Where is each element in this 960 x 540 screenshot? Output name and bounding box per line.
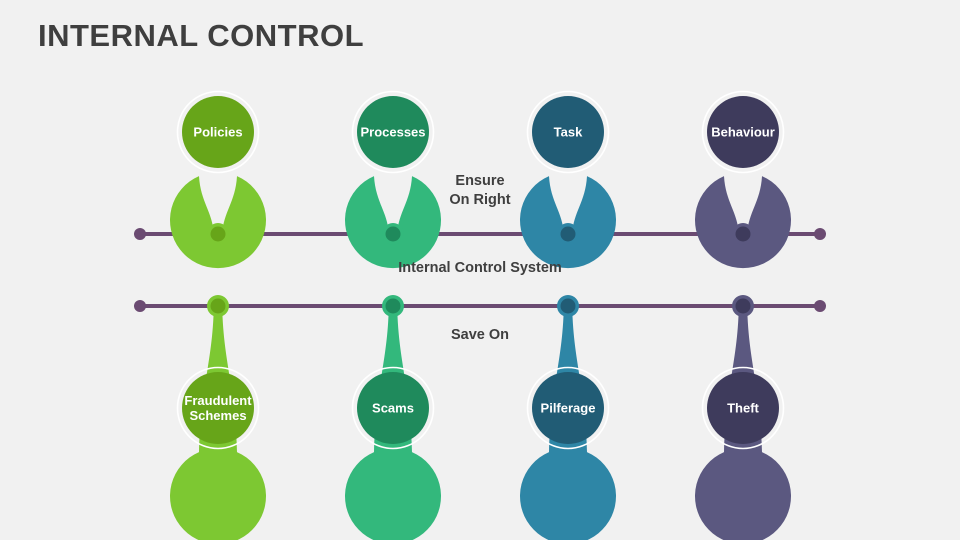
pin-axis-dot xyxy=(385,226,401,242)
pin-inner-circle xyxy=(532,96,604,168)
top-axis-left-cap xyxy=(134,228,146,240)
bottom-axis-left-cap xyxy=(134,300,146,312)
caption-internal-control-system: Internal Control System xyxy=(398,260,562,276)
page-title: INTERNAL CONTROL xyxy=(38,18,365,53)
pin-axis-dot xyxy=(385,298,401,314)
bottom-axis-line xyxy=(134,300,826,312)
pin-body xyxy=(344,176,441,269)
pin-inner-circle xyxy=(357,96,429,168)
pin-white-ring xyxy=(526,366,610,450)
pin-inner-circle xyxy=(707,96,779,168)
bottom-axis-right-cap xyxy=(814,300,826,312)
pin-marker[interactable] xyxy=(345,295,441,540)
pin-axis-dot xyxy=(560,298,576,314)
pin-white-ring xyxy=(351,366,435,450)
top-axis-line xyxy=(134,228,826,240)
caption-ensure-on-right: Ensure On Right xyxy=(449,173,511,208)
pin-marker[interactable] xyxy=(520,295,616,540)
pin-marker[interactable] xyxy=(695,90,791,269)
pin-marker[interactable] xyxy=(520,90,616,269)
caption-save-on: Save On xyxy=(450,327,510,343)
pin-axis-dot xyxy=(560,226,576,242)
pin-body xyxy=(170,176,267,269)
pin-body xyxy=(695,176,791,269)
pin-axis-dot xyxy=(210,226,226,242)
pin-marker[interactable] xyxy=(170,295,266,540)
pin-axis-dot xyxy=(735,298,751,314)
pin-body xyxy=(520,176,616,269)
pin-white-ring xyxy=(176,366,260,450)
pin-axis-dot xyxy=(735,226,751,242)
pin-inner-circle xyxy=(532,372,604,444)
pin-white-ring xyxy=(701,90,785,174)
pin-axis-dot xyxy=(210,298,226,314)
pin-inner-circle xyxy=(182,96,254,168)
pin-marker[interactable] xyxy=(695,295,791,540)
pin-marker[interactable] xyxy=(344,90,441,269)
top-axis-right-cap xyxy=(814,228,826,240)
pin-white-ring xyxy=(526,90,610,174)
pin-white-ring xyxy=(176,90,260,174)
pin-marker[interactable] xyxy=(170,90,267,269)
pin-white-ring xyxy=(701,366,785,450)
pin-inner-circle xyxy=(182,372,254,444)
pin-inner-circle xyxy=(357,372,429,444)
pin-white-ring xyxy=(351,90,435,174)
pin-inner-circle xyxy=(707,372,779,444)
